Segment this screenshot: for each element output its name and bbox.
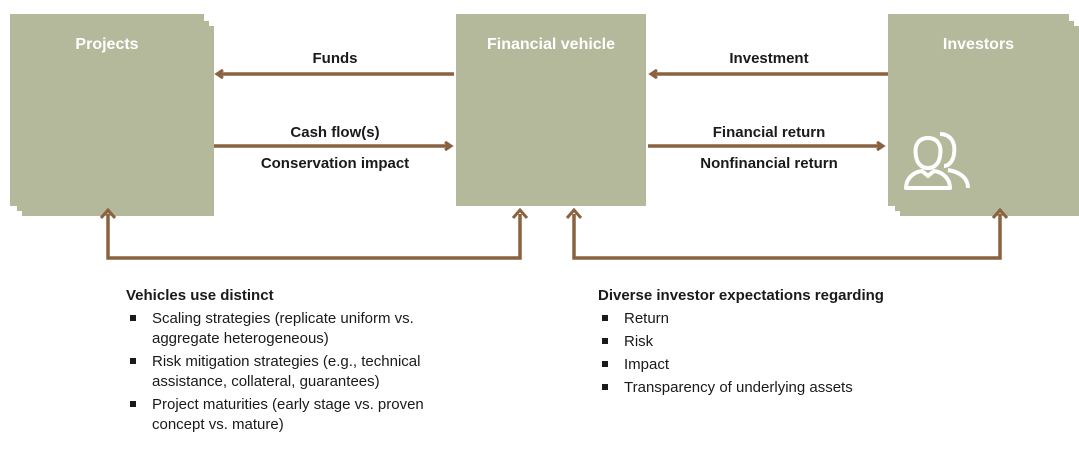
financial-vehicle-box: Financial vehicle [456,14,646,206]
investors-note-item: Return [598,309,958,329]
connector-arrowhead-projects [99,207,117,219]
investors-note-item: Transparency of underlying assets [598,378,958,398]
projects-box: Projects [10,14,204,206]
investment-label: Investment [729,50,809,67]
cash-flow-label: Cash flow(s) [290,124,380,141]
vehicles-note-item: Project maturities (early stage vs. prov… [126,395,456,435]
vehicle-investors-connector [572,214,1002,260]
nonfinancial-return-label: Nonfinancial return [700,155,838,172]
investors-note-item: Risk [598,332,958,352]
people-icon [904,132,970,190]
projects-title: Projects [75,36,139,53]
vehicles-note-item: Risk mitigation strategies (e.g., techni… [126,352,456,392]
projects-vehicle-connector [106,214,522,260]
vehicles-note: Vehicles use distinct Scaling strategies… [126,286,456,438]
investors-note: Diverse investor expectations regarding … [598,286,958,401]
vehicles-note-title: Vehicles use distinct [126,287,274,304]
conservation-impact-label: Conservation impact [260,155,410,172]
financial-return-label: Financial return [712,124,826,141]
connector-arrowhead-vehicle-right [565,207,583,219]
investors-note-item: Impact [598,355,958,375]
funds-label: Funds [312,50,358,67]
financial-vehicle-title: Financial vehicle [486,36,616,53]
vehicles-note-item: Scaling strategies (replicate uniform vs… [126,309,456,349]
investors-box: Investors [888,14,1069,206]
connector-arrowhead-investors [991,207,1009,219]
investors-title: Investors [942,36,1015,53]
connector-arrowhead-vehicle-left [511,207,529,219]
investors-note-title: Diverse investor expectations regarding [598,287,884,304]
